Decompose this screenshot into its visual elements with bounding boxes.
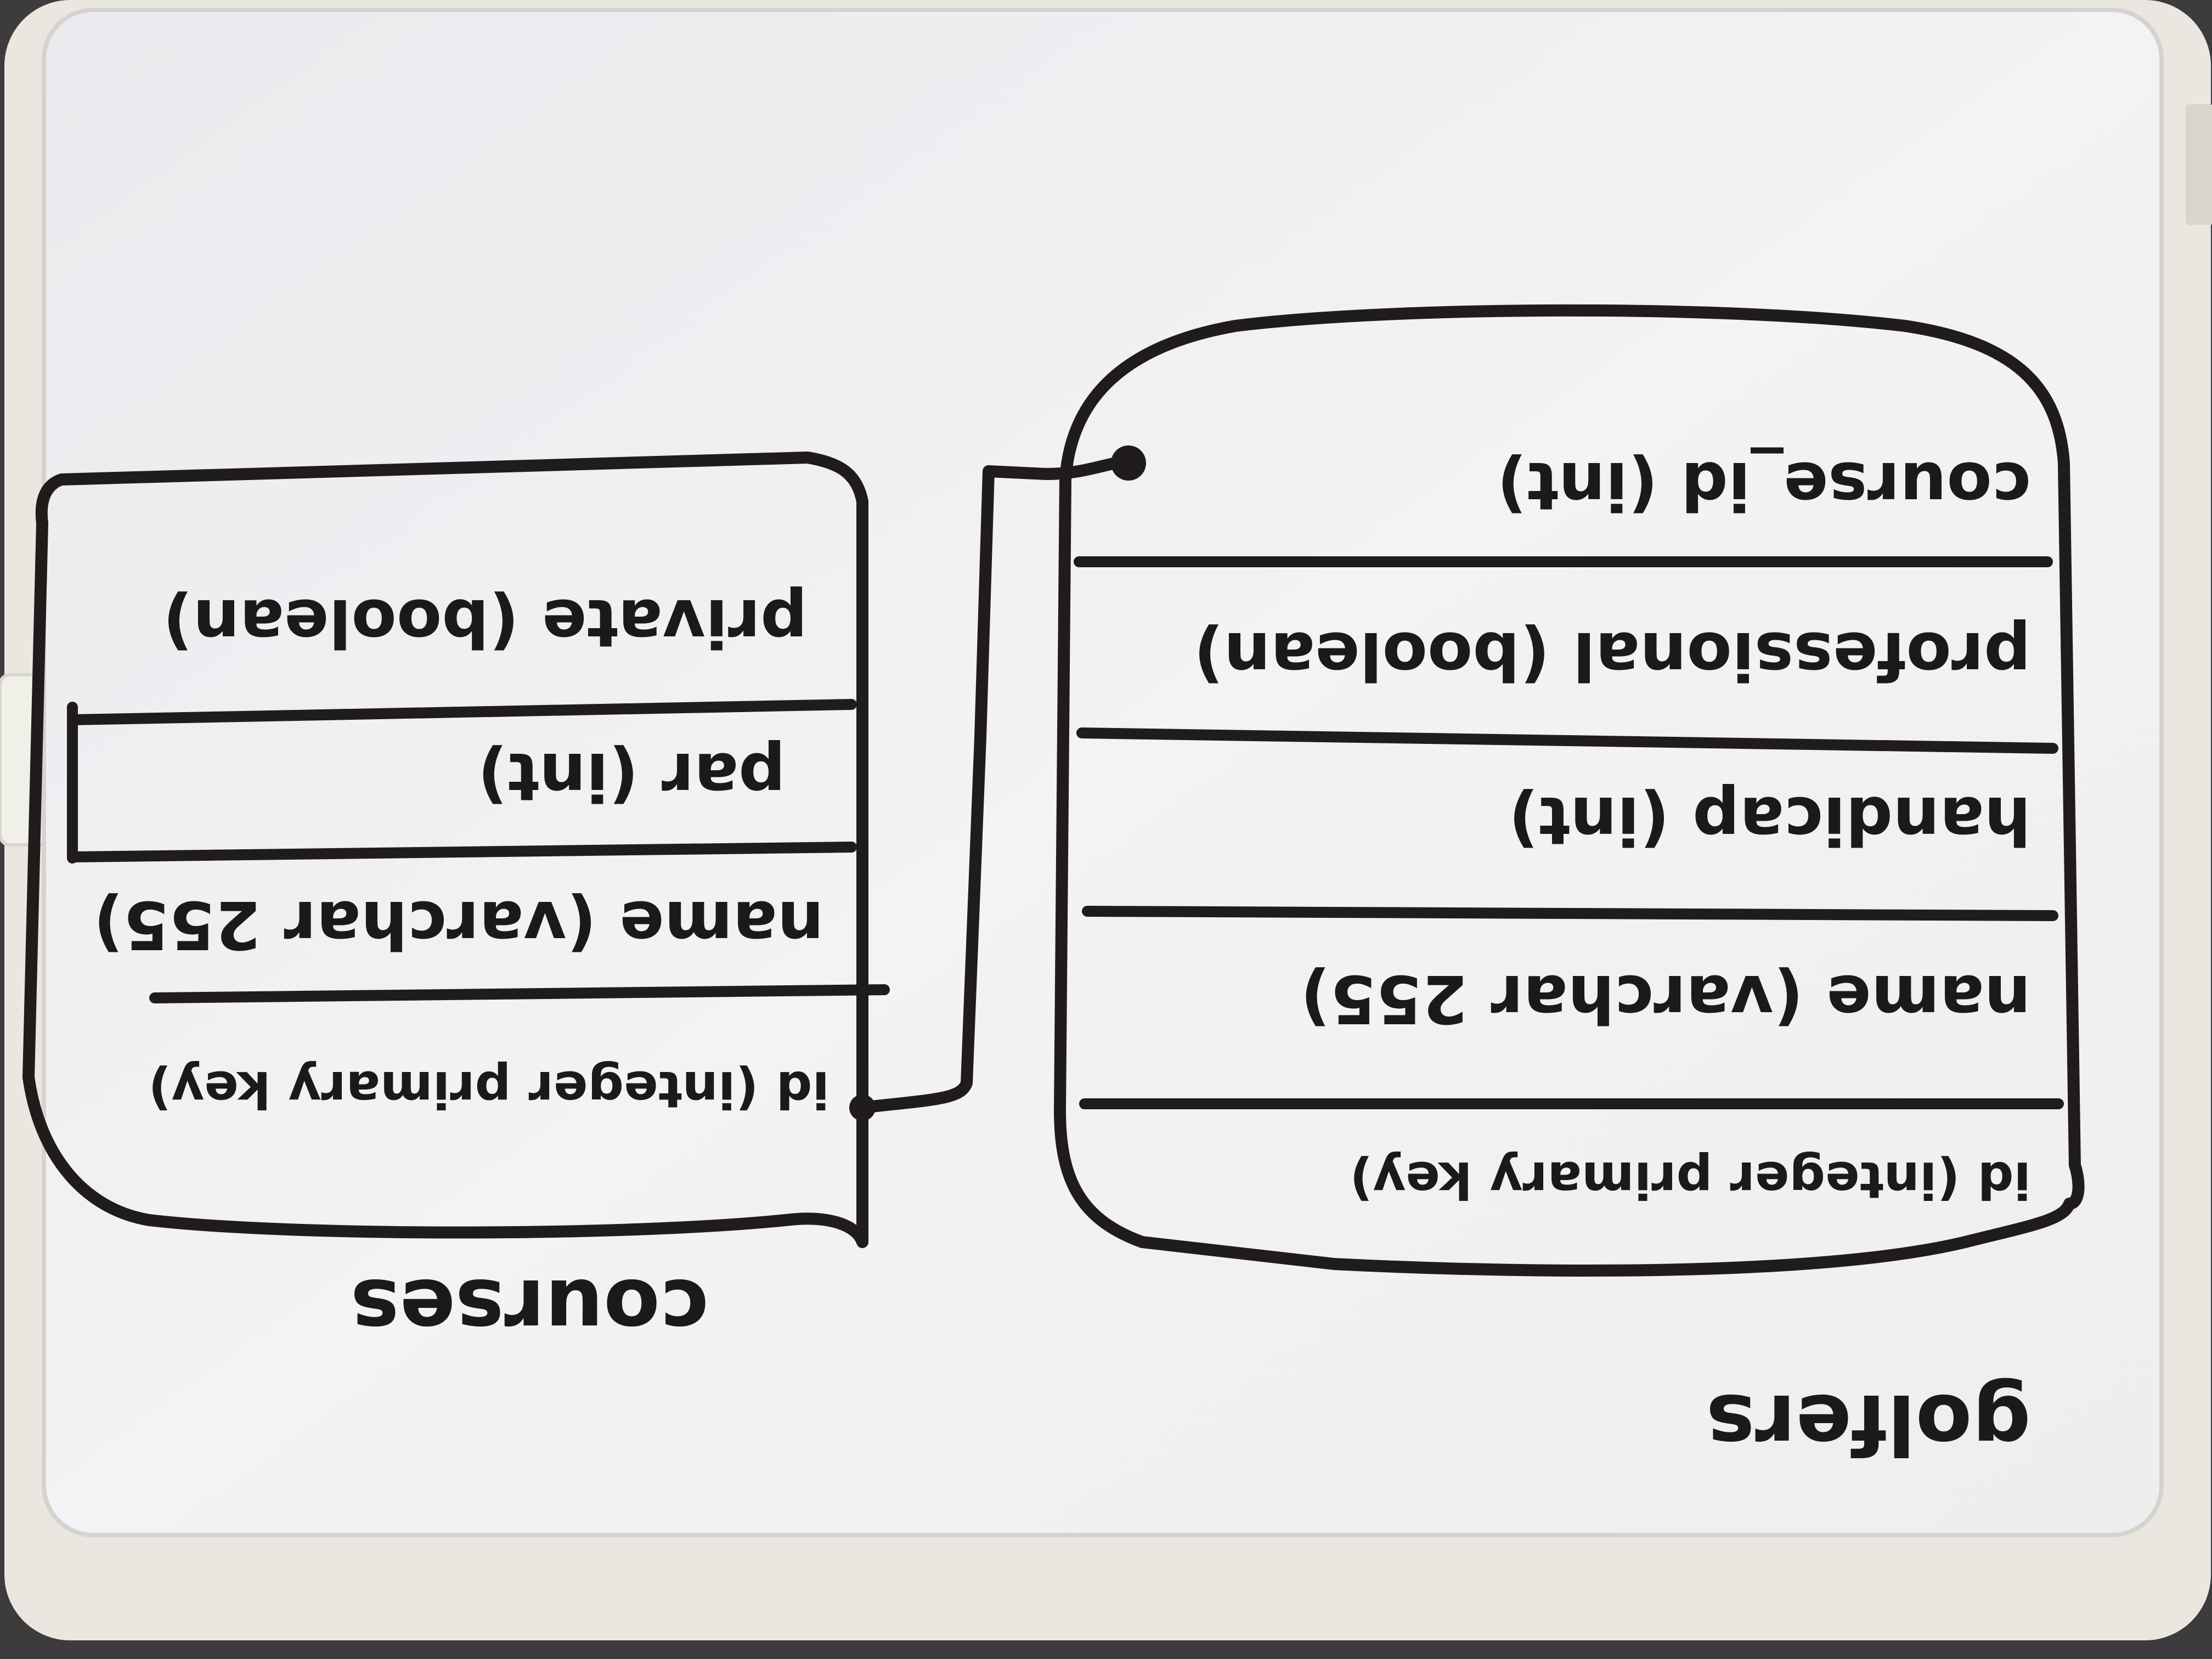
golfers-title: golfers [1706,1376,2031,1471]
golfers-row-course-id: course_id (int) [1497,447,2031,523]
golfers-row-handicap: handicap (int) [1509,782,2031,858]
courses-table: id (integer primary key) name (varchar 2… [22,452,890,1248]
board-surface [42,8,2164,1537]
courses-row-name: name (varchar 255) [93,886,824,962]
golfers-row-professional: professional (boolean) [1194,617,2031,693]
golfers-table: id (integer primary key) name (varchar 2… [1054,304,2085,1277]
brand-logo [2186,104,2212,225]
courses-row-id: id (integer primary key) [148,1060,830,1119]
connector-endpoint-golfers [1111,445,1146,481]
courses-title: courses [351,1261,709,1356]
diagram: id (integer primary key) name (varchar 2… [22,304,2085,1471]
courses-row-private: private (boolean) [163,584,808,661]
courses-row-par: par (int) [478,738,786,814]
golfers-row-id: id (integer primary key) [1350,1150,2031,1209]
golfers-row-name: name (varchar 255) [1300,960,2031,1036]
